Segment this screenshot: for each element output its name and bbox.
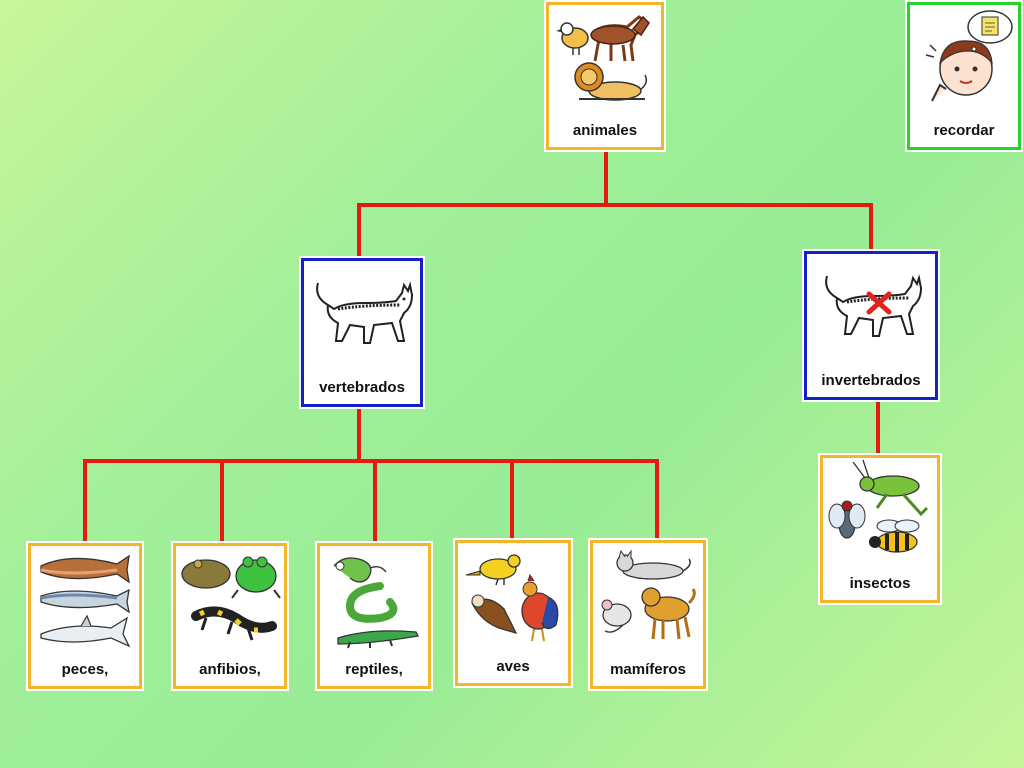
node-label: invertebrados xyxy=(821,372,921,389)
cat-skeleton-icon xyxy=(316,281,414,344)
reptile-icon xyxy=(333,557,419,649)
node-label: peces, xyxy=(61,661,109,678)
node-label: anfibios, xyxy=(199,661,261,678)
frog-icon xyxy=(181,556,281,641)
node-label: mamíferos xyxy=(610,661,686,678)
node-peces[interactable]: peces, xyxy=(28,543,142,689)
node-label: recordar xyxy=(933,122,995,139)
node-anfibios[interactable]: anfibios, xyxy=(173,543,287,689)
node-aves[interactable]: aves xyxy=(455,540,571,686)
node-reptiles[interactable]: reptiles, xyxy=(317,543,431,689)
node-animales[interactable]: animales xyxy=(546,2,664,150)
node-insectos[interactable]: insectos xyxy=(820,455,940,603)
node-label: insectos xyxy=(849,575,911,592)
animals-icon xyxy=(556,15,650,101)
girl-thinking-icon xyxy=(925,10,1013,102)
node-vertebrados[interactable]: vertebrados xyxy=(301,258,423,407)
cat-no-spine-icon xyxy=(825,274,923,337)
node-label: reptiles, xyxy=(345,661,403,678)
node-label: aves xyxy=(496,658,530,675)
node-recordar[interactable]: recordar xyxy=(907,2,1021,150)
node-label: animales xyxy=(572,122,638,139)
node-label: vertebrados xyxy=(319,379,405,396)
mammal-icon xyxy=(601,549,696,640)
insect-icon xyxy=(828,459,929,553)
node-invertebrados[interactable]: invertebrados xyxy=(804,251,938,400)
node-mamiferos[interactable]: mamíferos xyxy=(590,540,706,689)
bird-icon xyxy=(465,554,559,642)
fish-icon xyxy=(40,554,131,648)
